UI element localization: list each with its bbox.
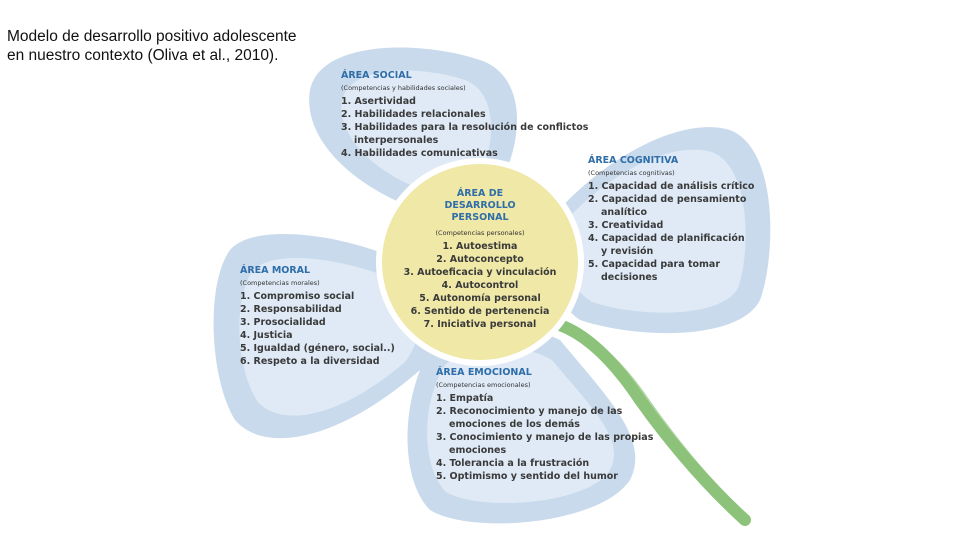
list-item: y revisión	[601, 246, 654, 257]
list-item: 1. Autoestima	[442, 241, 518, 252]
list-item: 3. Creatividad	[588, 220, 664, 231]
area-emocional-subtitle: (Competencias emocionales)	[436, 381, 531, 389]
list-item: analítico	[601, 207, 648, 218]
area-cognitiva: ÁREA COGNITIVA (Competencias cognitivas)…	[588, 155, 763, 284]
list-item: 4. Habilidades comunicativas	[341, 148, 498, 159]
list-item: 2. Responsabilidad	[240, 304, 342, 315]
area-personal-subtitle: (Competencias personales)	[435, 229, 525, 237]
list-item: 5. Igualdad (género, social..)	[240, 343, 395, 354]
area-emocional: ÁREA EMOCIONAL (Competencias emocionales…	[436, 367, 656, 483]
area-social: ÁREA SOCIAL (Competencias y habilidades …	[341, 70, 589, 160]
list-item: 4. Justicia	[240, 330, 293, 341]
area-social-subtitle: (Competencias y habilidades sociales)	[341, 84, 466, 92]
petal-cognitiva	[546, 127, 771, 334]
list-item: 2. Autoconcepto	[436, 254, 524, 265]
list-item: 2. Capacidad de pensamiento	[588, 194, 747, 205]
list-item: 6. Respeto a la diversidad	[240, 356, 380, 367]
area-personal-heading-3: PERSONAL	[451, 212, 509, 223]
area-personal: ÁREA DE DESARROLLO PERSONAL (Competencia…	[400, 188, 560, 331]
list-item: 3. Conocimiento y manejo de las propias	[436, 432, 654, 443]
list-item: 1. Compromiso social	[240, 291, 355, 302]
list-item: interpersonales	[354, 135, 439, 146]
list-item: emociones	[449, 445, 507, 456]
list-item: 5. Capacidad para tomar	[588, 259, 721, 270]
list-item: 4. Tolerancia a la frustración	[436, 458, 590, 469]
flower-stem-leaf	[567, 327, 751, 521]
title-line-1: Modelo de desarrollo positivo adolescent…	[7, 28, 297, 45]
list-item: 5. Optimismo y sentido del humor	[436, 471, 618, 482]
area-moral-heading: ÁREA MORAL	[240, 265, 311, 276]
list-item: 3. Autoeficacia y vinculación	[403, 267, 557, 278]
list-item: 2. Habilidades relacionales	[341, 109, 486, 120]
list-item: 1. Asertividad	[341, 96, 416, 107]
title-line-2: en nuestro contexto (Oliva et al., 2010)…	[7, 47, 279, 64]
list-item: 3. Habilidades para la resolución de con…	[341, 122, 589, 133]
area-moral: ÁREA MORAL (Competencias morales) 1. Com…	[240, 265, 410, 368]
list-item: 6. Sentido de pertenencia	[410, 306, 550, 317]
area-cognitiva-heading: ÁREA COGNITIVA	[588, 155, 679, 166]
area-personal-heading-2: DESARROLLO	[444, 200, 516, 211]
area-moral-subtitle: (Competencias morales)	[240, 279, 320, 287]
petal-emocional	[407, 326, 636, 524]
list-item: 3. Prosocialidad	[240, 317, 326, 328]
area-social-heading: ÁREA SOCIAL	[341, 70, 412, 81]
list-item: 5. Autonomía personal	[419, 293, 541, 304]
center-disc	[382, 164, 578, 360]
list-item: decisiones	[601, 272, 658, 283]
list-item: 4. Capacidad de planificación	[588, 233, 745, 244]
list-item: 4. Autocontrol	[441, 280, 519, 291]
list-item: 1. Empatía	[436, 393, 494, 404]
area-cognitiva-subtitle: (Competencias cognitivas)	[588, 169, 675, 177]
list-item: 2. Reconocimiento y manejo de las	[436, 406, 623, 417]
area-personal-heading-1: ÁREA DE	[456, 188, 504, 199]
area-emocional-heading: ÁREA EMOCIONAL	[436, 367, 532, 378]
slide-title: Modelo de desarrollo positivo adolescent…	[7, 27, 367, 65]
list-item: emociones de los demás	[449, 419, 580, 430]
list-item: 7. Iniciativa personal	[423, 319, 537, 330]
list-item: 1. Capacidad de análisis crítico	[588, 181, 755, 192]
